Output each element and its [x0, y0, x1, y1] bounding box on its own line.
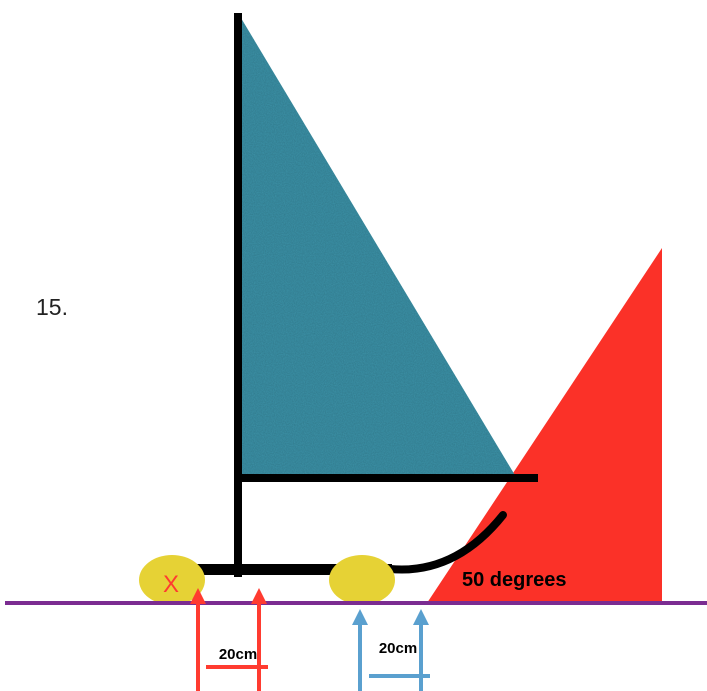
- bow-curve: [386, 511, 507, 574]
- right-support: [329, 555, 395, 605]
- mast: [234, 13, 242, 577]
- incline-wedge: [427, 248, 662, 603]
- left-distance-label: 20cm: [219, 646, 257, 663]
- left-blue-arrow: [352, 609, 368, 691]
- left-support: [139, 555, 205, 605]
- right-red-arrow: [251, 588, 267, 691]
- left-red-arrow: [190, 588, 206, 691]
- boom: [234, 474, 538, 482]
- problem-number: 15.: [36, 294, 68, 320]
- angle-label: 50 degrees: [462, 569, 567, 591]
- right-distance-label: 20cm: [379, 640, 417, 657]
- hull-bar: [170, 564, 392, 575]
- ground-line: [5, 601, 707, 605]
- sail: [238, 13, 516, 477]
- support-marker: X: [163, 571, 179, 598]
- right-blue-arrow: [413, 609, 429, 691]
